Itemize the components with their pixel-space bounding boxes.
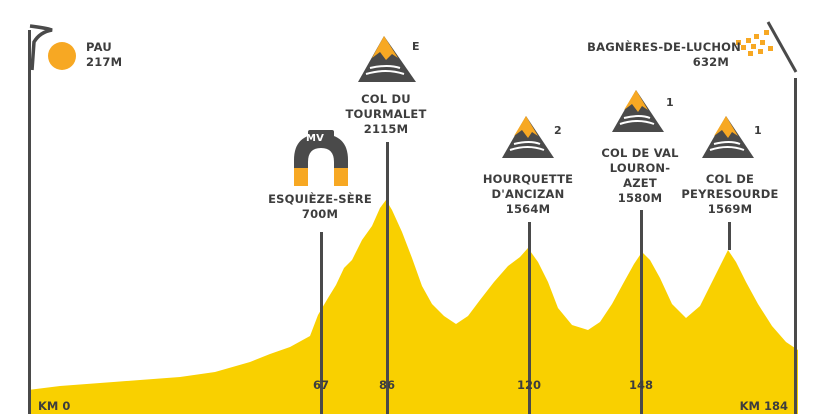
esquieze-name: ESQUIÈZE-SÈRE (268, 192, 372, 206)
km-label-67: 67 (312, 378, 329, 392)
val-louron-name-1: COL DE VAL (601, 146, 679, 160)
point-line-val-louron (640, 210, 643, 414)
km-label-148: 148 (628, 378, 653, 392)
hourquette-name-2: D'ANCIZAN (491, 187, 565, 201)
mountain-icon-hourquette (502, 116, 554, 158)
mountain-icon-peyresourde (702, 116, 754, 158)
hourquette-category: 2 (554, 124, 562, 137)
peyresourde-name-1: COL DE (705, 172, 755, 186)
start-name: PAU (86, 40, 112, 54)
finish-pole (794, 78, 797, 414)
tourmalet-altitude: 2115M (363, 122, 409, 136)
axis-end-label: KM 184 (739, 399, 788, 413)
hourquette-name-1: HOURQUETTE (482, 172, 574, 186)
point-line-hourquette (528, 222, 531, 414)
tourmalet-name-1: COL DU (361, 92, 411, 106)
elevation-area (28, 200, 798, 414)
km-label-120: 120 (516, 378, 541, 392)
finish-altitude: 632M (692, 55, 729, 69)
finish-name: BAGNÈRES-DE-LUCHON (587, 40, 741, 54)
tourmalet-category: E (412, 40, 420, 53)
peyresourde-category: 1 (754, 124, 762, 137)
mountain-icon-val-louron (612, 90, 664, 132)
mountain-icon-tourmalet (358, 36, 416, 82)
val-louron-altitude: 1580M (617, 191, 663, 205)
hourquette-altitude: 1564M (505, 202, 551, 216)
finish-flag-icon (736, 21, 798, 73)
val-louron-name-3: AZET (623, 176, 657, 190)
val-louron-name-2: LOURON- (609, 161, 671, 175)
mv-arch-icon (294, 130, 348, 186)
point-line-tourmalet (386, 142, 389, 414)
esquieze-altitude: 700M (301, 207, 339, 221)
km-label-86: 86 (378, 378, 395, 392)
point-line-esquieze (320, 232, 323, 414)
tourmalet-name-2: TOURMALET (345, 107, 427, 121)
peyresourde-name-2: PEYRESOURDE (681, 187, 779, 201)
start-altitude: 217M (86, 55, 123, 69)
point-line-peyresourde (728, 222, 731, 250)
axis-start-label: KM 0 (38, 399, 71, 413)
start-pole (28, 30, 31, 414)
mv-badge-label: MV (306, 133, 325, 144)
start-logo-icon (29, 24, 76, 71)
val-louron-category: 1 (666, 96, 674, 109)
peyresourde-altitude: 1569M (707, 202, 753, 216)
